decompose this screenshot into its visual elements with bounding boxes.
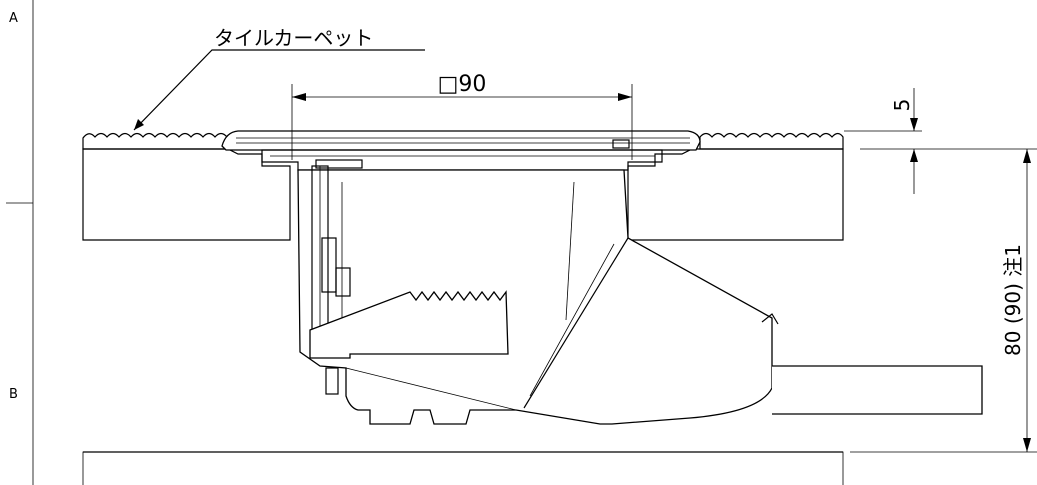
conduit-pipe — [772, 365, 983, 415]
frame-bracket — [315, 159, 363, 169]
pipe-clip — [761, 313, 779, 325]
box-diagonal-back — [529, 243, 615, 397]
toothed-bracket — [309, 290, 509, 359]
rod-clamp-1 — [321, 237, 337, 293]
height-dim-label: 80 (90) 注1 — [1001, 244, 1025, 356]
gap-dim-label: 5 — [890, 99, 914, 112]
floor-panel-right — [627, 148, 844, 241]
outlet-box-body — [297, 169, 773, 425]
tile-carpet-left — [82, 132, 229, 150]
outlet-cover-plate — [221, 130, 701, 151]
width-arrow-right — [618, 93, 632, 101]
rod-foot — [325, 367, 339, 395]
tile-carpet-right — [699, 132, 844, 150]
width-arrow-left — [292, 93, 306, 101]
carpet-callout-label: タイルカーペット — [214, 26, 373, 50]
width-dim-label: □90 — [438, 72, 487, 97]
box-lower-edge — [345, 367, 517, 411]
height-arrow-top — [1023, 149, 1031, 163]
gap-arrow-bottom — [910, 149, 918, 162]
carpet-leader-arrow — [134, 119, 144, 130]
height-arrow-bottom — [1023, 438, 1031, 452]
cover-latch — [612, 139, 630, 149]
carpet-leader-line — [133, 49, 425, 131]
floor-panel-left — [82, 148, 291, 241]
grid-label-a: A — [9, 11, 18, 26]
box-diagonal-right — [523, 237, 629, 409]
outlet-frame-rim — [261, 149, 663, 171]
grid-label-b: B — [9, 387, 18, 402]
box-inner-line-right — [565, 181, 575, 321]
concrete-slab — [82, 451, 844, 485]
rod-clamp-2 — [335, 267, 351, 297]
gap-arrow-top — [910, 118, 918, 131]
